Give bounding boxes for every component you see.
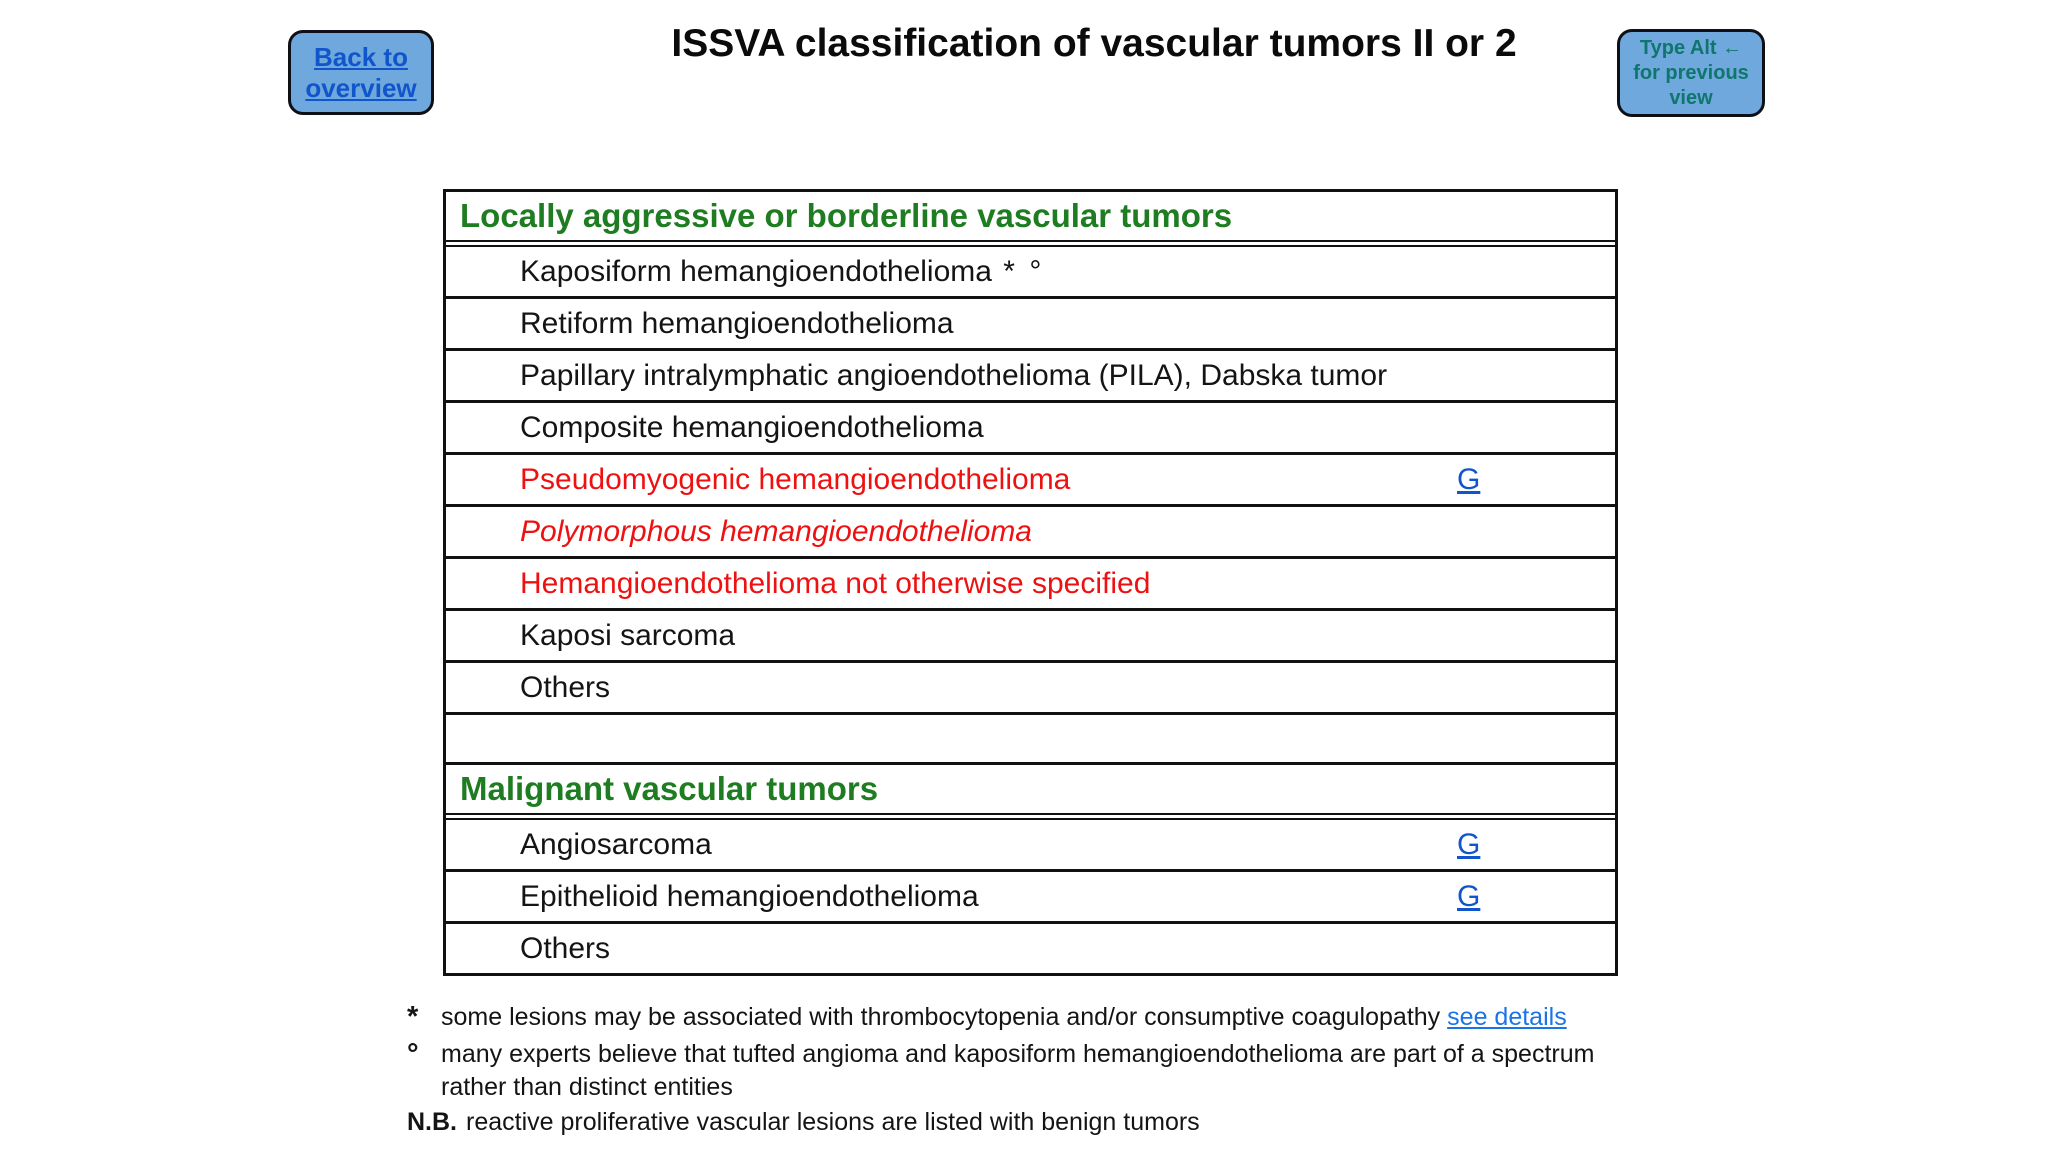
section-header: Locally aggressive or borderline vascula… [446, 192, 1615, 247]
footnote-asterisk-text: some lesions may be associated with thro… [441, 1003, 1441, 1031]
row-label: Epithelioid hemangioendothelioma [520, 879, 979, 913]
page-title: ISSVA classification of vascular tumors … [671, 22, 1517, 65]
row-label: Polymorphous hemangioendothelioma [520, 514, 1032, 548]
row-label: Others [520, 931, 611, 965]
row-label: Papillary intralymphatic angioendothelio… [520, 358, 1388, 392]
section-header: Malignant vascular tumors [446, 765, 1615, 820]
alt-button-label-line1: Type Alt ← [1639, 36, 1743, 59]
row-label: Kaposiform hemangioendothelioma * ° [520, 254, 1045, 288]
footnote-nb: N.B. reactive proliferative vascular lesi… [407, 1106, 1667, 1139]
table-row: Others [446, 924, 1615, 973]
spacer-row [446, 715, 1615, 765]
table-row: Others [446, 663, 1615, 715]
table-row: Polymorphous hemangioendothelioma [446, 507, 1615, 559]
footnote-nb-text: reactive proliferative vascular lesions … [466, 1108, 1200, 1136]
table-row: Retiform hemangioendothelioma [446, 299, 1615, 351]
table-row: Composite hemangioendothelioma [446, 403, 1615, 455]
table-row: Hemangioendothelioma not otherwise speci… [446, 559, 1615, 611]
back-button-label-line2: overview [305, 72, 417, 103]
previous-view-button[interactable]: Type Alt ← for previous view [1617, 29, 1765, 117]
classification-table: Locally aggressive or borderline vascula… [443, 189, 1618, 976]
footnote-degree-line1: ° many experts believe that tufted angiom… [407, 1038, 1667, 1071]
row-label: Composite hemangioendothelioma [520, 410, 984, 444]
alt-button-label-line3: view [1669, 86, 1713, 109]
table-row: Kaposi sarcoma [446, 611, 1615, 663]
footnote-degree-text1: many experts believe that tufted angioma… [441, 1040, 1595, 1068]
row-label: Others [520, 670, 611, 704]
footnotes: * some lesions may be associated with thr… [407, 1001, 1667, 1139]
footnote-degree-line2: rather than distinct entities [441, 1073, 733, 1101]
row-label: Retiform hemangioendothelioma [520, 306, 954, 340]
table-row: Pseudomyogenic hemangioendothelioma G [446, 455, 1615, 507]
alt-button-label-line2: for previous [1633, 61, 1749, 84]
footnote-markers: * ° [991, 254, 1045, 288]
table-row: Kaposiform hemangioendothelioma * ° [446, 247, 1615, 299]
footnote-asterisk: * some lesions may be associated with thr… [407, 1001, 1667, 1034]
back-button-label-line1: Back to [314, 41, 408, 72]
row-label: Angiosarcoma [520, 827, 712, 861]
row-label: Kaposi sarcoma [520, 618, 736, 652]
genetics-link[interactable]: G [1457, 879, 1481, 913]
genetics-link[interactable]: G [1457, 827, 1481, 861]
nb-marker: N.B. [407, 1108, 457, 1136]
footnote-degree: ° many experts believe that tufted angiom… [407, 1038, 1667, 1104]
table-row: Epithelioid hemangioendothelioma G [446, 872, 1615, 924]
table-row: Angiosarcoma G [446, 820, 1615, 872]
row-label: Hemangioendothelioma not otherwise speci… [520, 566, 1151, 600]
row-label: Pseudomyogenic hemangioendothelioma [520, 462, 1071, 496]
degree-marker: ° [407, 1038, 419, 1070]
table-row: Papillary intralymphatic angioendothelio… [446, 351, 1615, 403]
genetics-link[interactable]: G [1457, 462, 1481, 496]
asterisk-marker: * [407, 1001, 419, 1033]
back-to-overview-button[interactable]: Back to overview [288, 30, 434, 115]
see-details-link[interactable]: see details [1447, 1003, 1567, 1031]
